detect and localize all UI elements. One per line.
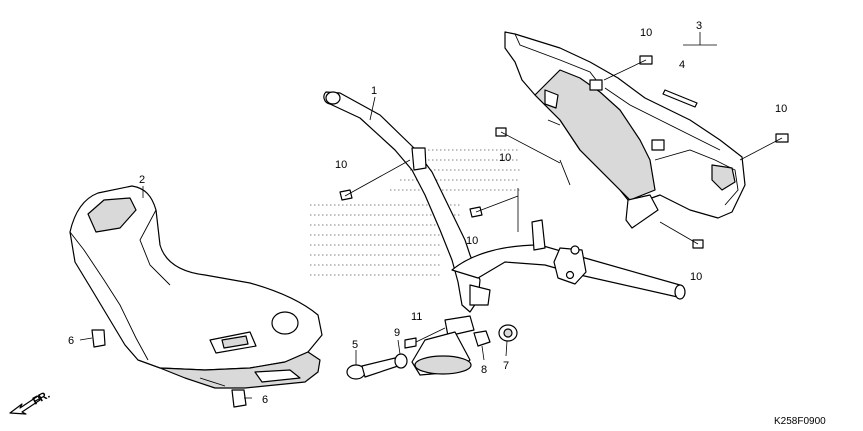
callout-10-top: 10 [640, 27, 652, 39]
callout-10-left: 10 [335, 159, 347, 171]
callout-10-center-lower: 10 [466, 235, 478, 247]
callout-6-upper: 6 [68, 335, 74, 347]
callout-8: 8 [481, 364, 487, 376]
hardware [91, 55, 789, 408]
drawing-code: K258F0900 [774, 416, 826, 427]
front-direction-arrow: FR. [9, 389, 52, 415]
dotted-reference-lines [310, 149, 520, 276]
callout-1: 1 [371, 85, 377, 97]
callout-6-lower: 6 [262, 394, 268, 406]
callout-10-right: 10 [775, 103, 787, 115]
callout-numbers: 1 2 3 4 5 6 6 7 8 9 10 10 10 10 10 10 11 [68, 20, 787, 406]
direction-label: FR. [31, 389, 52, 408]
callout-10-center-upper: 10 [499, 152, 511, 164]
rear-handlebar-cover [504, 31, 746, 229]
callout-11: 11 [411, 311, 422, 323]
arrow-icon [9, 395, 41, 415]
callout-5: 5 [352, 339, 358, 351]
callout-10-lower-right: 10 [690, 271, 702, 283]
handlebar-pipe [323, 91, 686, 376]
callout-7: 7 [503, 360, 509, 372]
callout-4: 4 [679, 59, 685, 71]
callout-3: 3 [696, 20, 702, 32]
front-handlebar-cover [69, 185, 323, 389]
callout-9: 9 [394, 327, 400, 339]
leader-lines [79, 32, 783, 399]
callout-2: 2 [139, 174, 145, 186]
